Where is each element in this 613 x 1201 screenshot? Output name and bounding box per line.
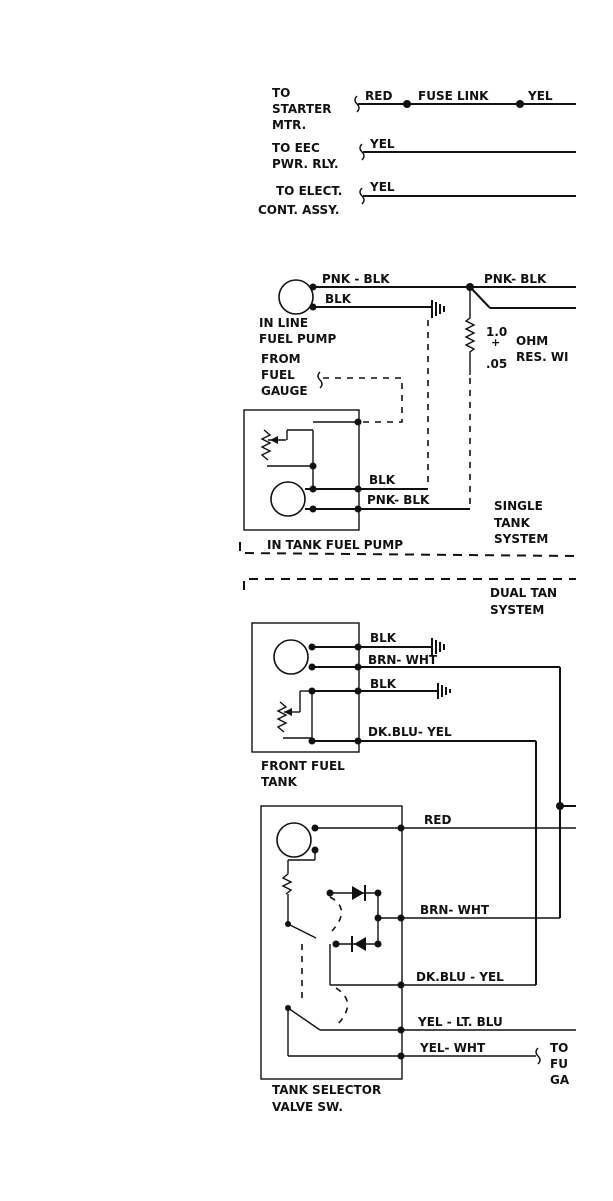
wire-label-blk-2: BLK	[369, 473, 396, 487]
inline-fuel-pump-motor	[278, 279, 314, 315]
wire-label-yel-3: YEL	[369, 180, 395, 194]
terminal-dot	[309, 283, 317, 291]
diode-icon	[336, 936, 378, 952]
connector-symbol	[535, 1047, 541, 1065]
single-tank-system: PNK - BLK BLK IN LINE FUEL PUMP PNK- BLK…	[239, 272, 577, 557]
res-wire-label: RES. WI	[516, 350, 569, 364]
wire-label-blk-b: BLK	[370, 677, 397, 691]
to-fuel-gauge-label-1: TO	[550, 1041, 568, 1055]
to-elect-label-1: TO ELECT.	[276, 184, 342, 198]
dual-tank-system: DUAL TAN SYSTEM BLK BRN- WHT BLK	[243, 578, 576, 1114]
resistor-wire-icon	[464, 291, 476, 375]
front-tank-pump-motor	[273, 639, 309, 675]
to-starter-label-1: TO	[272, 86, 290, 100]
wire-label-blk-a: BLK	[370, 631, 397, 645]
ground-icon	[431, 638, 445, 656]
wire-label-yel-1: YEL	[527, 89, 553, 103]
to-fuel-gauge-label-2: FU	[550, 1057, 568, 1071]
dual-system-boundary	[243, 578, 576, 590]
to-eec-label-2: PWR. RLY.	[272, 157, 339, 171]
wire-branch	[469, 286, 491, 309]
single-system-boundary	[239, 542, 577, 557]
connector-symbol	[317, 371, 323, 389]
from-gauge-label-1: FROM	[261, 352, 301, 366]
connector-symbol	[354, 95, 360, 113]
to-fuel-gauge-label-3: GA	[550, 1073, 570, 1087]
selector-pump-motor	[276, 822, 312, 858]
tank-selector-label-1: TANK SELECTOR	[272, 1083, 381, 1097]
single-tank-label-2: TANK	[494, 516, 531, 530]
ohm-value: 1.0	[486, 325, 507, 339]
tank-selector-box	[260, 805, 403, 1080]
to-eec-label-1: TO EEC	[272, 141, 320, 155]
connector-symbol	[359, 187, 365, 205]
to-elect-label-2: CONT. ASSY.	[258, 203, 339, 217]
front-sender-resistor-icon	[276, 701, 288, 733]
wire-label-brn-wht-b: BRN- WHT	[420, 903, 490, 917]
splice-dot	[403, 100, 411, 108]
front-tank-box	[251, 622, 360, 753]
top-power-section: TO STARTER MTR. RED FUSE LINK YEL TO EEC…	[258, 86, 576, 217]
ground-icon	[437, 683, 451, 699]
from-gauge-label-2: FUEL	[261, 368, 295, 382]
terminal-dot	[309, 303, 317, 311]
in-tank-pump-box	[243, 409, 360, 531]
tank-selector-label-2: VALVE SW.	[272, 1100, 343, 1114]
switch-arm	[287, 923, 317, 939]
wire-label-red: RED	[424, 813, 451, 827]
wire-label-dk-blu-yel-a: DK.BLU- YEL	[368, 725, 452, 739]
switch-arm	[287, 1007, 321, 1031]
dual-tank-label-1: DUAL TAN	[490, 586, 557, 600]
diode-icon	[330, 885, 378, 901]
single-tank-label-3: SYSTEM	[494, 532, 548, 546]
ground-icon	[431, 300, 445, 318]
gauge-dashed-wire	[323, 377, 403, 423]
svg-text:+: +	[491, 336, 500, 349]
connector-symbol	[359, 143, 365, 161]
from-gauge-label-3: GAUGE	[261, 384, 308, 398]
to-starter-label-3: MTR.	[272, 118, 306, 132]
terminal-dot	[354, 418, 362, 426]
front-tank-label-1: FRONT FUEL	[261, 759, 345, 773]
wire-label-blk-1: BLK	[325, 292, 352, 306]
wire-label-brn-wht-a: BRN- WHT	[368, 653, 438, 667]
wire-label-yel-2: YEL	[369, 137, 395, 151]
wire-label-dk-blu-yel-b: DK.BLU - YEL	[416, 970, 504, 984]
wire-label-pnk-blk-2: PNK- BLK	[484, 272, 547, 286]
splice-dot	[516, 100, 524, 108]
wire-label-pnk-blk-1: PNK - BLK	[322, 272, 390, 286]
front-tank-label-2: TANK	[261, 775, 298, 789]
wire-label-pnk-blk-3: PNK- BLK	[367, 493, 430, 507]
wire-label-yel-lt-blu: YEL - LT. BLU	[417, 1015, 503, 1029]
inline-pump-label-1: IN LINE	[259, 316, 308, 330]
ohm-label: OHM	[516, 334, 548, 348]
wire-label-yel-wht: YEL- WHT	[419, 1041, 486, 1055]
ohm-tolerance: .05	[486, 357, 507, 371]
in-tank-pump-label: IN TANK FUEL PUMP	[267, 538, 403, 552]
in-tank-pump-motor	[270, 481, 306, 517]
fuse-link-label: FUSE LINK	[418, 89, 489, 103]
inline-pump-label-2: FUEL PUMP	[259, 332, 336, 346]
dual-tank-label-2: SYSTEM	[490, 603, 544, 617]
to-starter-label-2: STARTER	[272, 102, 332, 116]
sender-resistor-icon	[260, 429, 272, 461]
single-tank-label-1: SINGLE	[494, 499, 543, 513]
wire-label-red: RED	[365, 89, 392, 103]
selector-resistor-icon	[281, 873, 293, 895]
